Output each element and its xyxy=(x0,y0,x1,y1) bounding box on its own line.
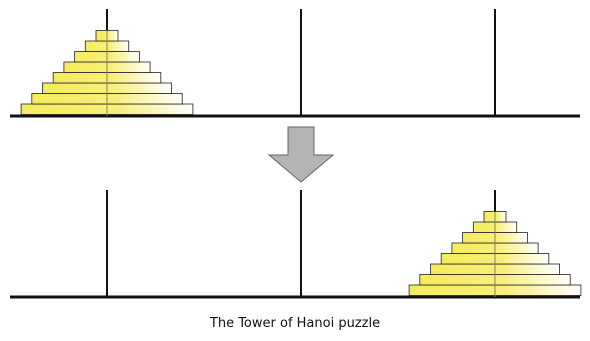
initial-state-panel xyxy=(10,9,580,118)
down-arrow-icon xyxy=(267,126,335,183)
final-state-panel xyxy=(10,190,582,299)
figure-caption: The Tower of Hanoi puzzle xyxy=(209,316,381,331)
